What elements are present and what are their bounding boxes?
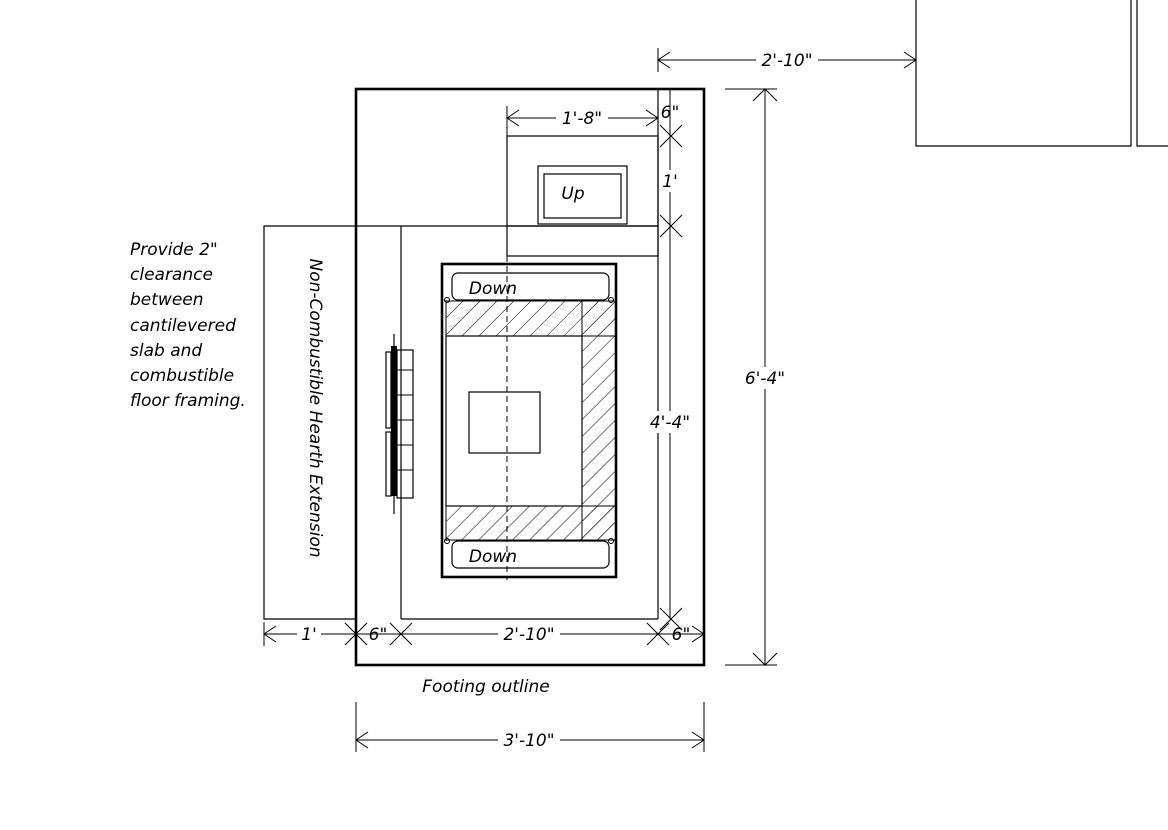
note-line-5: slab and: [130, 341, 202, 361]
dim-right-gap: 6": [672, 625, 691, 645]
footing-outline: [354, 87, 706, 667]
stair-landing: [506, 89, 659, 619]
dim-hearth-depth: 1': [301, 625, 317, 645]
dim-inner-width: 2'-10": [503, 625, 554, 645]
note-line-2: clearance: [130, 265, 213, 285]
dim-landing-depth: 1': [662, 172, 678, 192]
dim-top-offset: 2'-10": [761, 51, 812, 71]
note-line-7: floor framing.: [130, 391, 246, 411]
label-down-top: Down: [469, 279, 517, 299]
label-up: Up: [561, 184, 584, 204]
note-line-3: between: [130, 290, 204, 310]
dim-stair-width: 1'-8": [562, 109, 602, 129]
dim-inner-height: 4'-4": [650, 413, 690, 433]
label-footing-outline: Footing outline: [422, 677, 549, 697]
dim-overall-width: 3'-10": [503, 731, 554, 751]
label-hearth-extension: Non-Combustible Hearth Extension: [305, 259, 325, 558]
dim-top-gap: 6": [661, 103, 680, 123]
label-down-bottom: Down: [469, 547, 517, 567]
adjacent-structure: [915, 0, 1168, 147]
dimension-lines: [263, 48, 917, 752]
fireplace-core: [440, 256, 618, 580]
dim-left-gap: 6": [369, 625, 388, 645]
note-line-4: cantilevered: [130, 316, 236, 336]
dimension-text: 2'-10" 1'-8" 6" 1' 4'-4" 6'-4" 1' 6" 2'-…: [297, 50, 818, 751]
note-line-1: Provide 2": [130, 240, 218, 260]
firebox-grate: [385, 334, 414, 514]
plan-labels: Up Down Down Non-Combustible Hearth Exte…: [305, 184, 585, 697]
dim-overall-height: 6'-4": [745, 369, 785, 389]
note-line-6: combustible: [130, 366, 234, 386]
clearance-note: Provide 2" clearance between cantilevere…: [130, 240, 246, 411]
